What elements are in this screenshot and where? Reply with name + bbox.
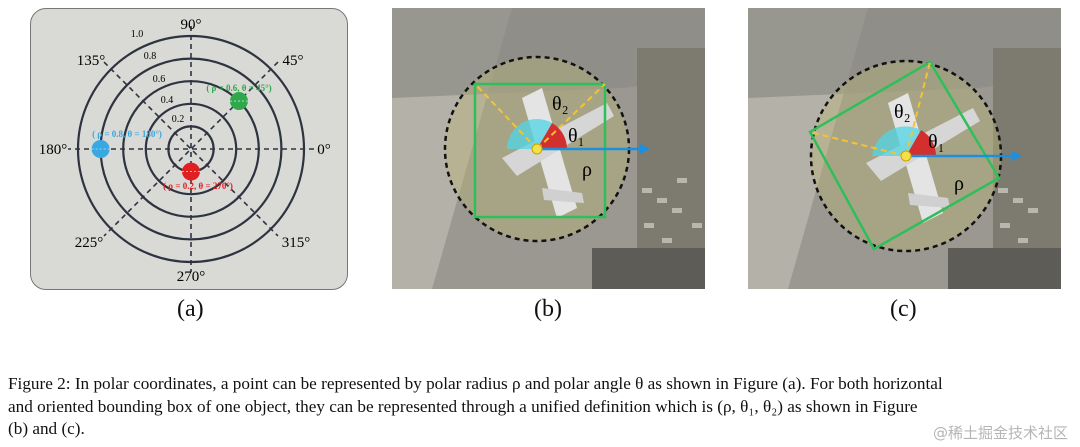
arrow-head <box>1012 151 1022 161</box>
angle-label-0: 0° <box>317 142 331 158</box>
aerial-image-c: θ₂ θ₁ ρ <box>748 8 1061 289</box>
point-label-270: ( ρ = 0.2, θ = 270°) <box>163 181 233 191</box>
angle-label-270: 270° <box>177 269 206 285</box>
polar-spoke-45 <box>103 61 279 237</box>
rho-label: ρ <box>582 159 592 181</box>
oriented-bounding-box <box>808 60 1001 251</box>
theta1-wedge <box>537 123 567 149</box>
aerial-image-b: θ₂ θ₁ ρ <box>392 8 705 289</box>
polar-spoke-135 <box>103 61 279 237</box>
center-point <box>900 150 912 162</box>
polar-diagram: 90° 45° 0° 315° 270° 225° 180° 135° 0.2 … <box>39 17 331 285</box>
radius-label-0.2: 0.2 <box>172 114 185 125</box>
theta2-label: θ₂ <box>894 101 911 123</box>
radius-label-1.0: 1.0 <box>131 29 144 40</box>
theta2-label: θ₂ <box>552 93 569 115</box>
watermark: @稀土掘金技术社区 <box>932 424 1068 442</box>
vertex-line-2 <box>905 61 931 157</box>
arrow-head <box>640 144 650 154</box>
angle-label-315: 315° <box>282 235 311 251</box>
polar-spokes <box>68 26 314 272</box>
vertex-line-1 <box>474 83 538 150</box>
caption-line-1: Figure 2: In polar coordinates, a point … <box>8 374 943 393</box>
apron-shade <box>748 8 1061 98</box>
caption-line-2: and oriented bounding box of one object,… <box>8 396 918 416</box>
apron-shade <box>392 8 705 98</box>
angle-label-225: 225° <box>75 235 104 251</box>
angle-label-180: 180° <box>39 142 68 158</box>
radius-label-0.8: 0.8 <box>144 51 157 62</box>
center-point <box>531 143 543 155</box>
horizontal-bounding-box <box>473 82 607 219</box>
subfigure-label-c: (c) <box>890 296 917 322</box>
polar-points <box>91 92 248 181</box>
polar-diagram-card: 90° 45° 0° 315° 270° 225° 180° 135° 0.2 … <box>30 8 348 290</box>
hangar-roof <box>592 248 705 289</box>
theta2-wedge <box>507 118 552 149</box>
theta2-wedge <box>872 126 921 156</box>
panel-c-illustration: θ₂ θ₁ ρ <box>748 8 1061 289</box>
figure-caption: Figure 2: In polar coordinates, a point … <box>8 373 1072 441</box>
angle-label-135: 135° <box>77 53 106 69</box>
rho-label: ρ <box>954 173 964 195</box>
subfigure-label-a: (a) <box>177 296 204 322</box>
panel-b-illustration: θ₂ θ₁ ρ <box>392 8 705 289</box>
theta1-label: θ₁ <box>568 125 585 147</box>
radius-label-0.6: 0.6 <box>153 74 166 85</box>
vertex-line-1 <box>809 131 907 157</box>
point-label-45: ( ρ = 0.6, θ = 45°) <box>206 83 271 93</box>
vertex-line-2 <box>536 83 606 150</box>
subfigure-label-b: (b) <box>534 296 562 322</box>
point-label-180: ( ρ = 0.8, θ = 180°) <box>92 129 162 139</box>
caption-line-3: (b) and (c). <box>8 419 85 438</box>
angle-label-45: 45° <box>283 53 304 69</box>
radius-label-0.4: 0.4 <box>161 95 174 106</box>
angle-label-90: 90° <box>181 17 202 33</box>
hangar-roof <box>948 248 1061 289</box>
theta1-label: θ₁ <box>928 131 945 153</box>
theta1-wedge <box>906 130 936 156</box>
polar-ring-2 <box>144 102 238 196</box>
